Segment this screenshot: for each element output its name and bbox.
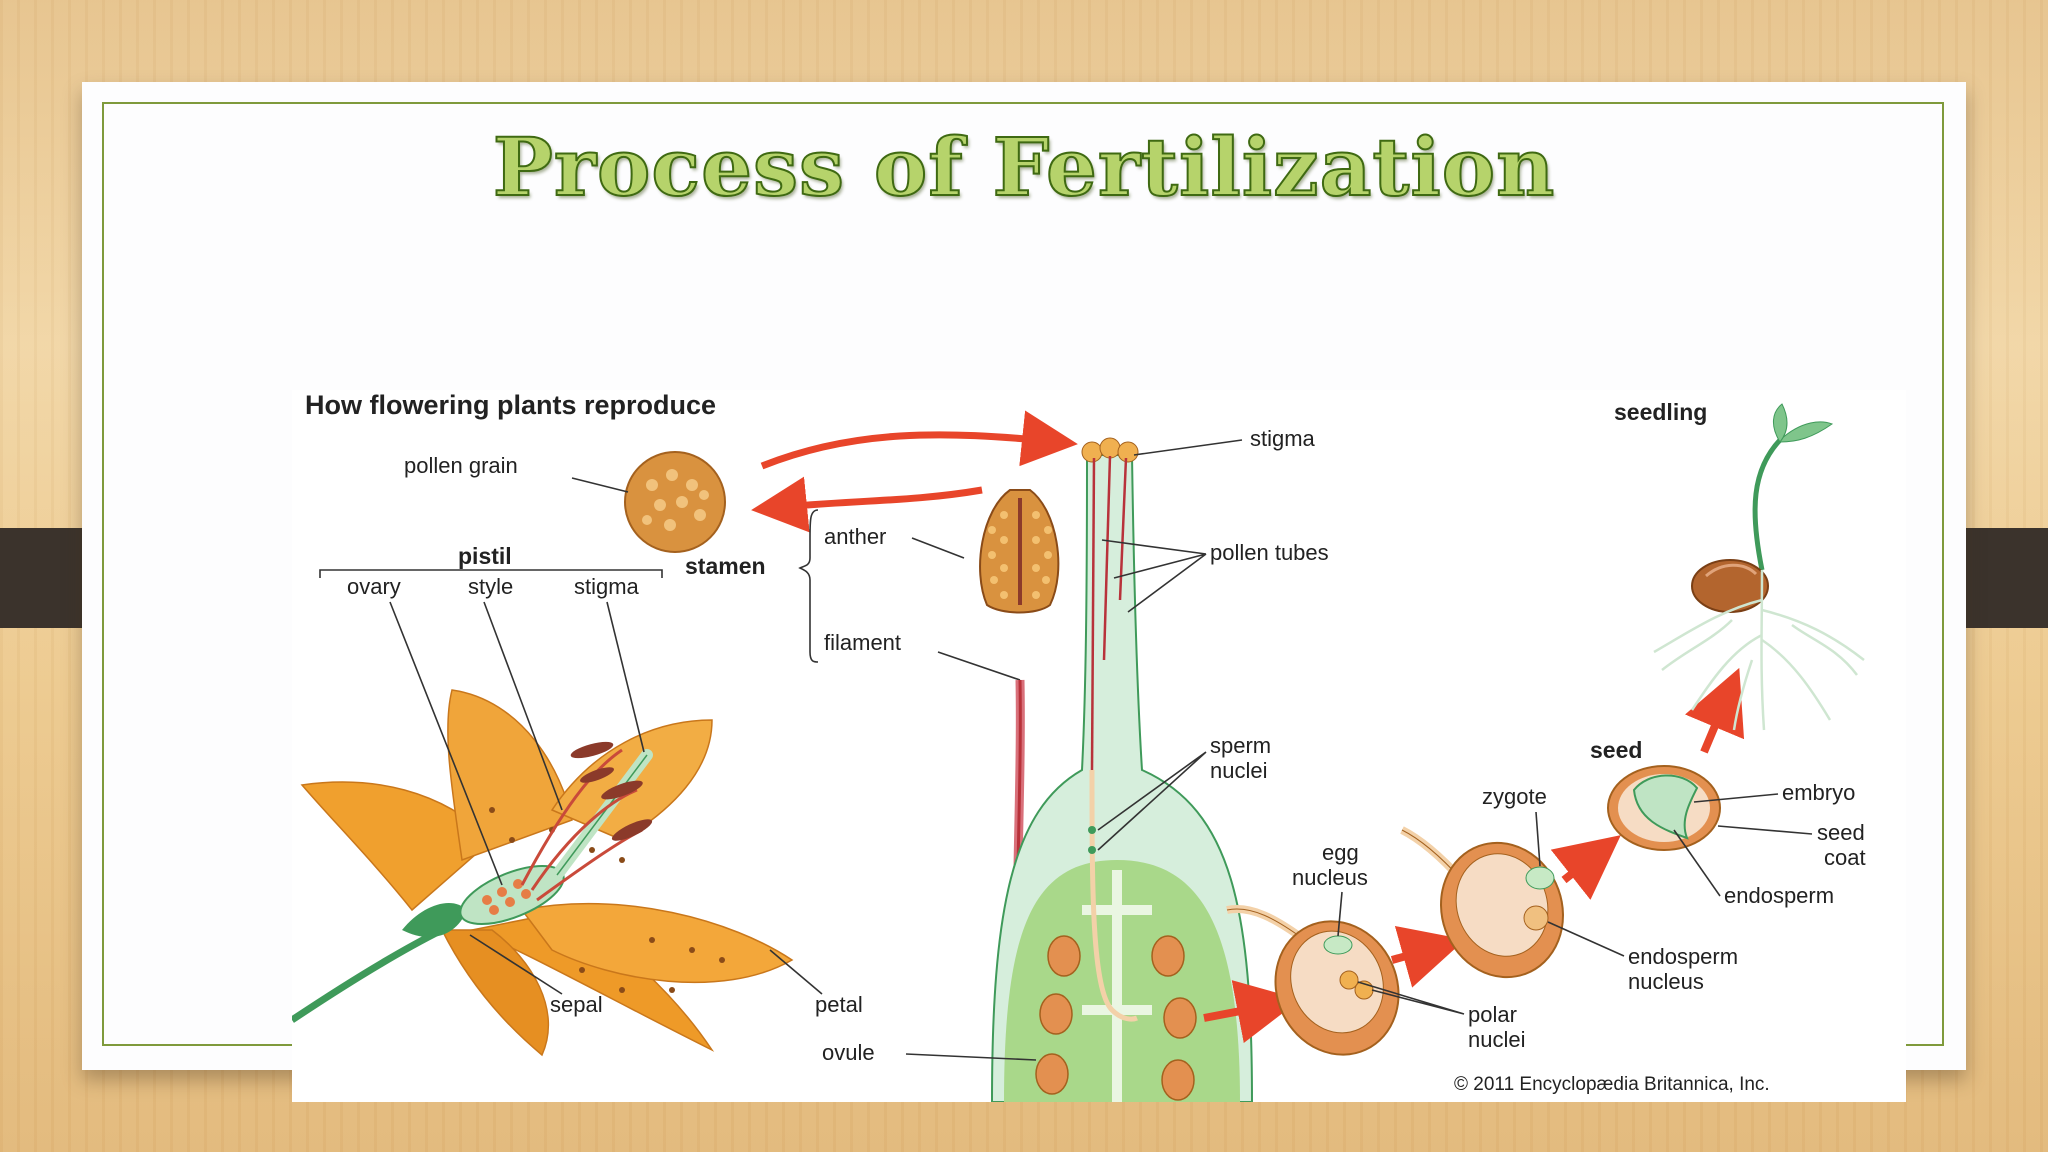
copyright-notice: © 2011 Encyclopædia Britannica, Inc. (1454, 1074, 1770, 1095)
label-stigma: stigma (1250, 426, 1316, 451)
label-endosperm-nucleus-2: nucleus (1628, 969, 1704, 994)
label-seed: seed (1590, 737, 1642, 763)
arrow-to-seedling (1685, 667, 1745, 754)
label-pistil: pistil (458, 543, 512, 569)
label-ovary: ovary (347, 574, 401, 599)
label-sperm-nuclei: nuclei (1210, 758, 1267, 783)
label-sperm: sperm (1210, 733, 1271, 758)
arrow-to-stigma (760, 410, 1078, 470)
seed (1607, 765, 1721, 851)
label-stigma-flower: stigma (574, 574, 640, 599)
arrow-to-zygote (1390, 925, 1466, 988)
label-pollen-grain: pollen grain (404, 453, 518, 478)
label-zygote: zygote (1482, 784, 1547, 809)
label-anther: anther (824, 524, 886, 549)
figure-heading: How flowering plants reproduce (305, 390, 716, 420)
label-polar: polar (1468, 1002, 1517, 1027)
label-embryo: embryo (1782, 780, 1855, 805)
label-endosperm: endosperm (1724, 883, 1834, 908)
reproduction-diagram: How flowering plants reproduce (292, 390, 1906, 1102)
label-egg-nucleus: nucleus (1292, 865, 1368, 890)
label-seed-coat-2: coat (1824, 845, 1866, 870)
label-pollen-tubes: pollen tubes (1210, 540, 1329, 565)
seedling (1653, 403, 1865, 731)
label-sepal: sepal (550, 992, 603, 1017)
label-polar-nuclei: nuclei (1468, 1027, 1525, 1052)
lily-flower (292, 689, 794, 1057)
label-stamen: stamen (685, 553, 766, 579)
label-petal: petal (815, 992, 863, 1017)
pollen-grain (624, 451, 726, 553)
pistil-section (990, 437, 1254, 1102)
label-style: style (468, 574, 513, 599)
label-ovule: ovule (822, 1040, 875, 1065)
slide-title: Process of Fertilization (492, 119, 1556, 215)
arrow-from-anther (751, 476, 983, 533)
label-filament: filament (824, 630, 901, 655)
arrow-to-ovule (1203, 980, 1301, 1043)
label-seed-coat-1: seed (1817, 820, 1865, 845)
diagram-svg: How flowering plants reproduce (292, 390, 1866, 1102)
fertilized-ovule (1226, 905, 1400, 1056)
label-endosperm-nucleus-1: endosperm (1628, 944, 1738, 969)
label-seedling: seedling (1614, 399, 1707, 425)
arrow-to-seed (1550, 835, 1621, 900)
slide: Process of Fertilization How flowering p… (82, 82, 1966, 1102)
label-egg: egg (1322, 840, 1359, 865)
zygote-ovule (1400, 826, 1564, 979)
